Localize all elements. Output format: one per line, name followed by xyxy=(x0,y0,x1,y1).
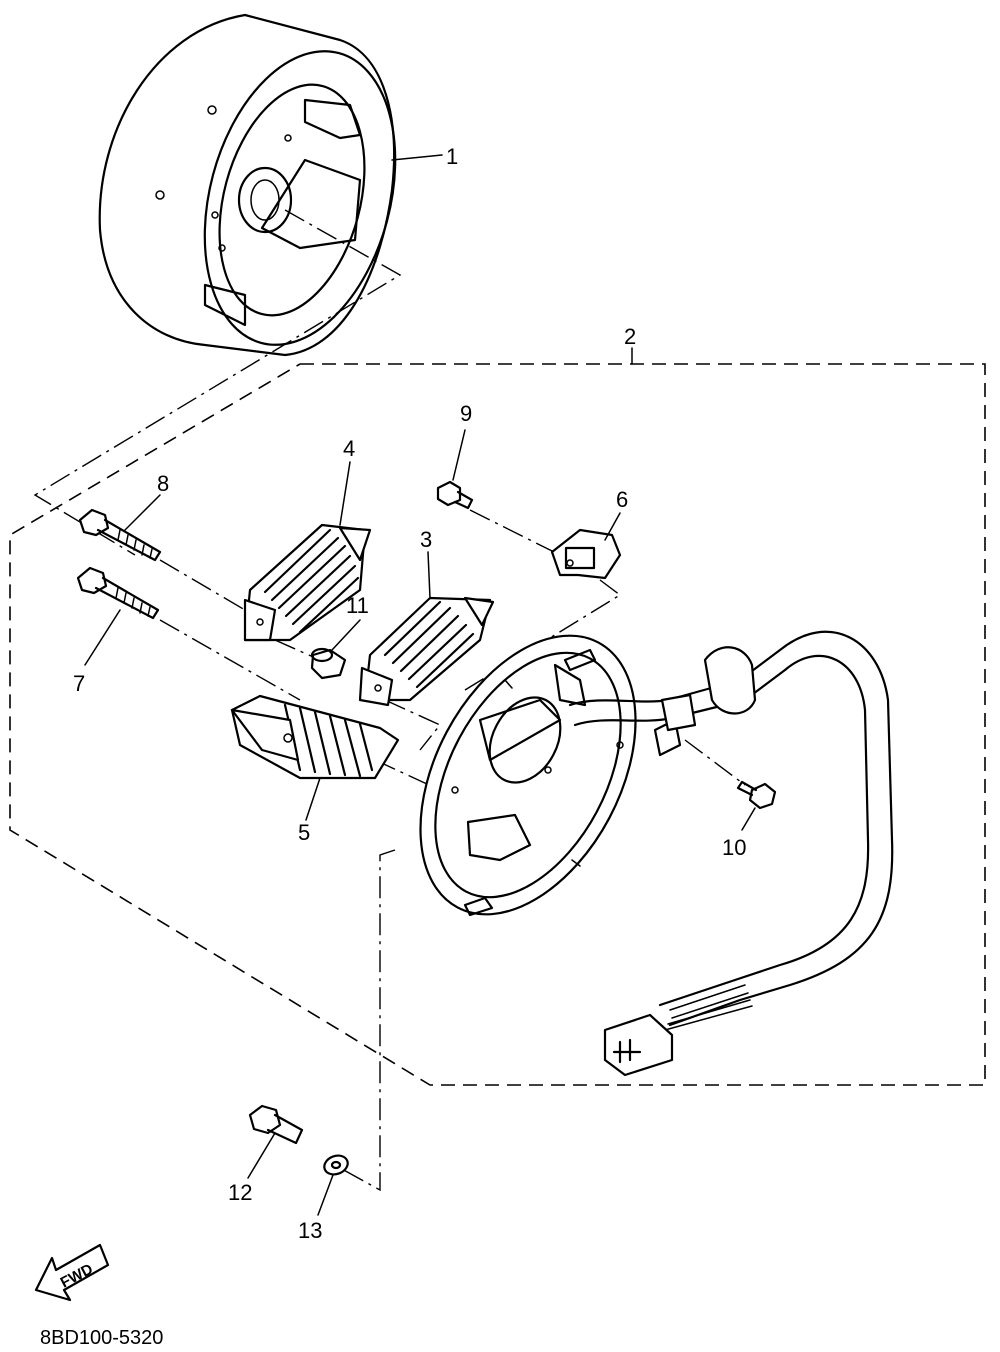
coil-part-4 xyxy=(243,523,372,642)
callout-5: 5 xyxy=(298,820,310,845)
callout-12: 12 xyxy=(228,1180,252,1205)
screw-part-9 xyxy=(436,480,474,510)
callout-8: 8 xyxy=(157,471,169,496)
rotor-part xyxy=(98,13,397,357)
callout-10: 10 xyxy=(722,835,746,860)
wire-harness xyxy=(568,630,894,1077)
fwd-direction-arrow: FWD xyxy=(34,1243,110,1302)
callout-2: 2 xyxy=(624,324,636,349)
callout-7: 7 xyxy=(73,671,85,696)
callout-labels: 1 2 3 4 5 6 7 8 9 10 11 12 13 xyxy=(73,144,746,1243)
callout-4: 4 xyxy=(343,436,355,461)
callout-1: 1 xyxy=(446,144,458,169)
pickup-part-6 xyxy=(550,528,622,580)
callout-9: 9 xyxy=(460,401,472,426)
stator-assembly-boundary xyxy=(9,347,986,1086)
callout-11: 11 xyxy=(346,593,369,618)
screw-part-8 xyxy=(78,508,162,562)
bolt-part-12 xyxy=(248,1104,304,1145)
coil-part-5 xyxy=(230,694,400,780)
drawing-code: 8BD100-5320 xyxy=(40,1327,163,1349)
collar-part-11 xyxy=(310,647,347,680)
stator-base-plate xyxy=(419,634,637,917)
screw-part-7 xyxy=(76,566,160,620)
leader-lines xyxy=(84,154,756,1216)
callout-13: 13 xyxy=(298,1218,322,1243)
callout-3: 3 xyxy=(420,527,432,552)
washer-part-13 xyxy=(323,1154,349,1176)
callout-6: 6 xyxy=(616,487,628,512)
coil-part-3 xyxy=(358,596,495,707)
screw-part-10 xyxy=(736,780,777,810)
